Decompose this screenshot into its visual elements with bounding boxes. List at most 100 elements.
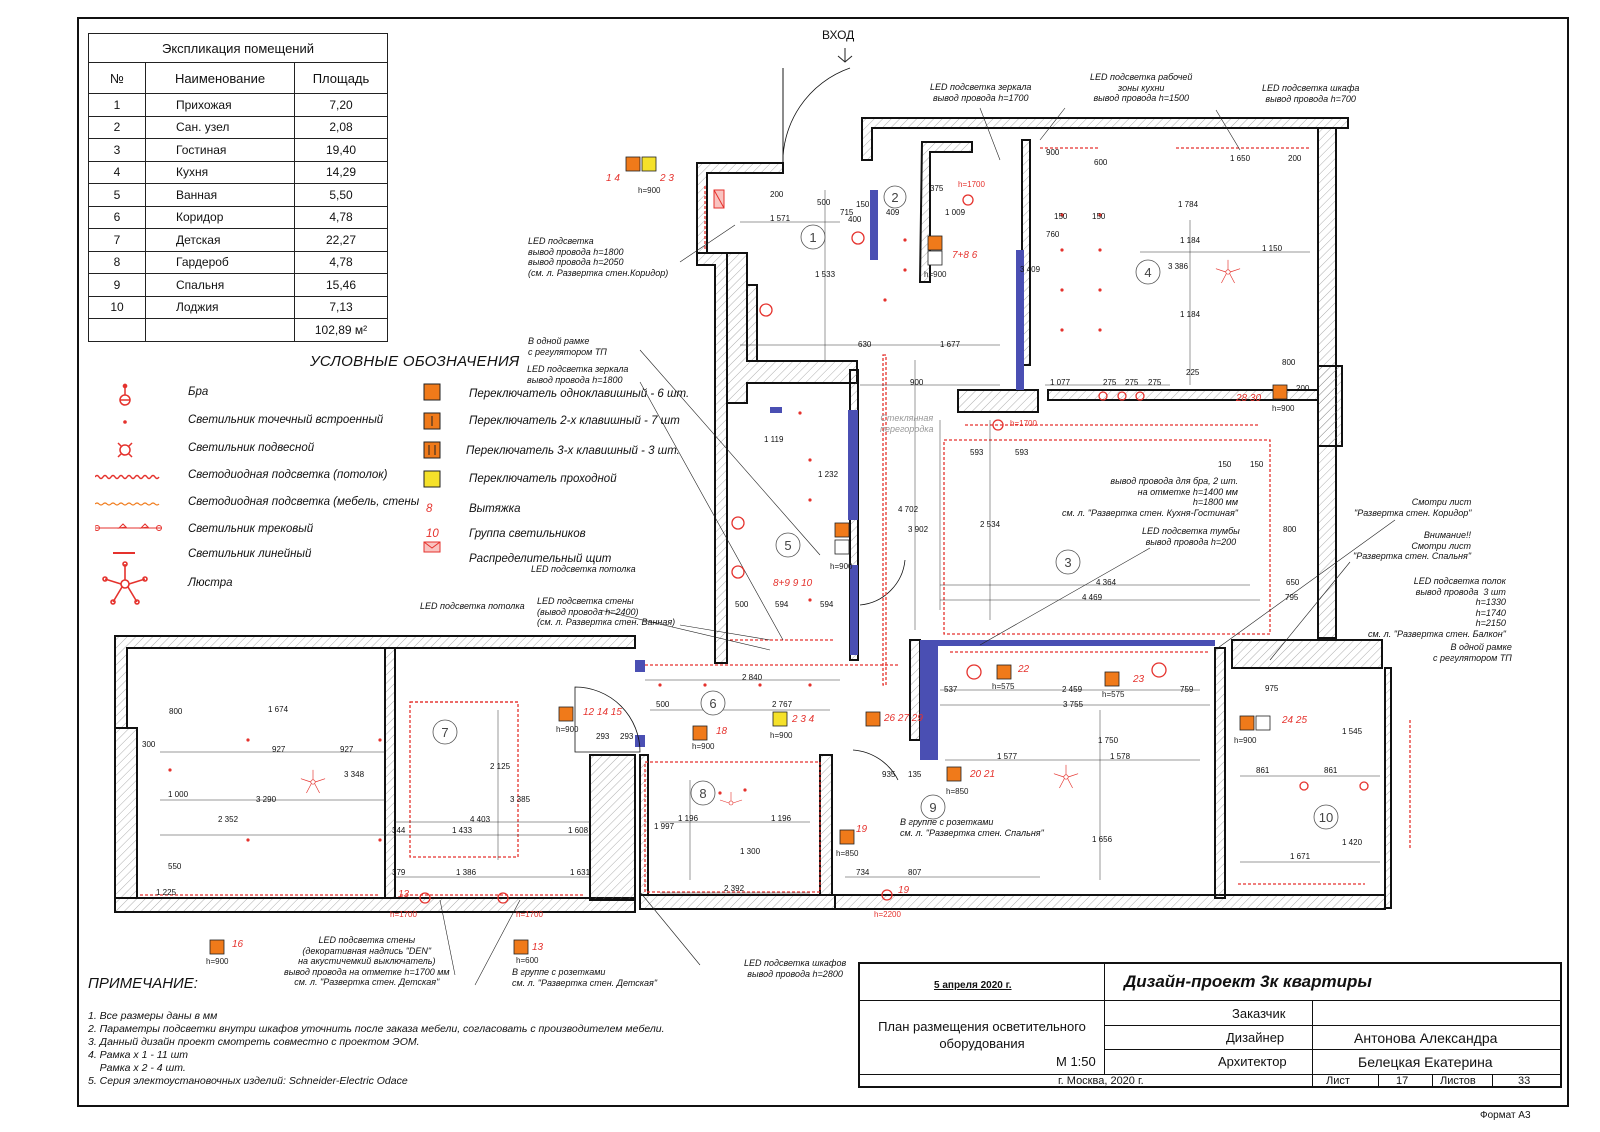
dimension-label: 900	[1046, 148, 1060, 157]
room-area: 4,78	[294, 250, 388, 274]
legend-left-item: Светодиодная подсветка (мебель, стены	[188, 496, 420, 508]
switch-pass-icon	[423, 470, 441, 488]
dimension-label: 630	[858, 340, 872, 349]
room-number-label: 9	[929, 800, 936, 815]
dimension-label: 1 608	[568, 826, 589, 835]
group-label: 18	[716, 726, 728, 737]
room-number: 7	[88, 228, 146, 252]
height-label: h=900	[1272, 404, 1295, 413]
dimension-label: 275	[1125, 378, 1139, 387]
dimension-label: 3 290	[256, 795, 277, 804]
group-label: 2 3	[660, 173, 674, 184]
room-number-label: 1	[809, 230, 816, 245]
height-label: h=1700	[390, 910, 417, 919]
dimension-label: 935	[882, 770, 896, 779]
led-ceiling-icon	[95, 474, 160, 480]
legend-symbols-right	[423, 383, 441, 553]
switch-1key-icon	[423, 383, 441, 401]
room-area: 14,29	[294, 160, 388, 184]
note-mirror-led: LED подсветка зеркала вывод провода h=17…	[930, 82, 1032, 103]
legend-left-item: Светодиодная подсветка (потолок)	[188, 469, 388, 481]
note-shelf-led: LED подсветка полок вывод провода 3 шт h…	[1368, 576, 1506, 639]
dimension-label: 150	[856, 200, 870, 209]
dimension-label: 409	[886, 208, 900, 217]
note-bra-out: вывод провода для бра, 2 шт. на отметке …	[1062, 476, 1238, 518]
date-label: 5 апреля 2020 г.	[934, 980, 1012, 991]
height-label: h=900	[830, 562, 853, 571]
dimension-label: 3 385	[510, 795, 531, 804]
room-area: 22,27	[294, 228, 388, 252]
room-area: 5,50	[294, 183, 388, 207]
dimension-label: 760	[1046, 230, 1060, 239]
track-light-icon	[95, 523, 162, 531]
dimension-label: 225	[1186, 368, 1200, 377]
dimension-label: 594	[775, 600, 789, 609]
room-number-label: 2	[891, 190, 898, 205]
room-number-label: 3	[1064, 555, 1071, 570]
switch-2key-icon	[423, 412, 441, 430]
legend-right-item: Переключатель одноклавишный - 6 шт.	[469, 388, 690, 400]
led-lines	[140, 147, 1411, 896]
height-label: h=1700	[516, 910, 543, 919]
role-architect: Архитектор	[1218, 1054, 1287, 1069]
room-number-label: 8	[699, 786, 706, 801]
entrance-arrow	[837, 55, 853, 63]
room-name: Ванная	[145, 183, 295, 207]
dimension-label: 975	[1265, 684, 1279, 693]
height-label: h=575	[992, 682, 1015, 691]
drawing-frame	[77, 17, 1569, 1107]
dimension-label: 2 534	[980, 520, 1001, 529]
dimension-label: 1 650	[1230, 154, 1251, 163]
room-area: 2,08	[294, 115, 388, 139]
dimension-label: 807	[908, 868, 922, 877]
dimension-label: 1 433	[452, 826, 473, 835]
col-number: №	[88, 62, 146, 94]
dimension-label: 150	[1092, 212, 1106, 221]
height-label: h=575	[1102, 690, 1125, 699]
switch-3key-icon	[423, 441, 441, 459]
height-label: h=850	[836, 849, 859, 858]
group-label: 12 14 15	[583, 707, 622, 718]
format-label: Формат А3	[1480, 1110, 1531, 1121]
dimension-label: 1 631	[570, 868, 591, 877]
legend-left-item: Светильник линейный	[188, 548, 312, 560]
height-label: h=1700	[958, 180, 985, 189]
dimension-label: 550	[168, 862, 182, 871]
group-label: 24 25	[1282, 715, 1308, 726]
legend-right-item: Переключатель проходной	[469, 473, 617, 485]
explication-total: 102,89 м²	[294, 318, 388, 342]
dimension-label: 537	[944, 685, 958, 694]
legend-right-item: Переключатель 3-х клавишный - 3 шт.	[466, 445, 680, 457]
dimension-label: 1 671	[1290, 852, 1311, 861]
room-area: 19,40	[294, 138, 388, 162]
room-number: 3	[88, 138, 146, 162]
dimension-label: 1 750	[1098, 736, 1119, 745]
room-number: 2	[88, 115, 146, 139]
dimension-label: 275	[1148, 378, 1162, 387]
title-block: 5 апреля 2020 г. Дизайн-проект 3к кварти…	[858, 962, 1562, 1088]
dimension-label: 861	[1324, 766, 1338, 775]
room-area: 4,78	[294, 205, 388, 229]
note-wall-led-child: LED подсветка стены (декоративная надпис…	[284, 935, 450, 987]
city-label: г. Москва, 2020 г.	[1058, 1075, 1144, 1087]
note-item: 1. Все размеры даны в мм	[88, 1010, 218, 1022]
dimension-label: 1 577	[997, 752, 1018, 761]
group-label: 1 4	[606, 173, 620, 184]
dimension-label: 500	[735, 600, 749, 609]
chandelier-icon	[102, 561, 148, 605]
dimension-label: 1 077	[1050, 378, 1071, 387]
dimension-label: 375	[930, 184, 944, 193]
note-corridor-led: LED подсветка вывод провода h=1800 вывод…	[528, 236, 669, 278]
dimension-label: 2 459	[1062, 685, 1083, 694]
notes-title: ПРИМЕЧАНИЕ:	[88, 975, 198, 992]
height-label: h=900	[638, 186, 661, 195]
room-name: Кухня	[145, 160, 295, 184]
dimension-label: 150	[1218, 460, 1232, 469]
dimension-label: 1 386	[456, 868, 477, 877]
